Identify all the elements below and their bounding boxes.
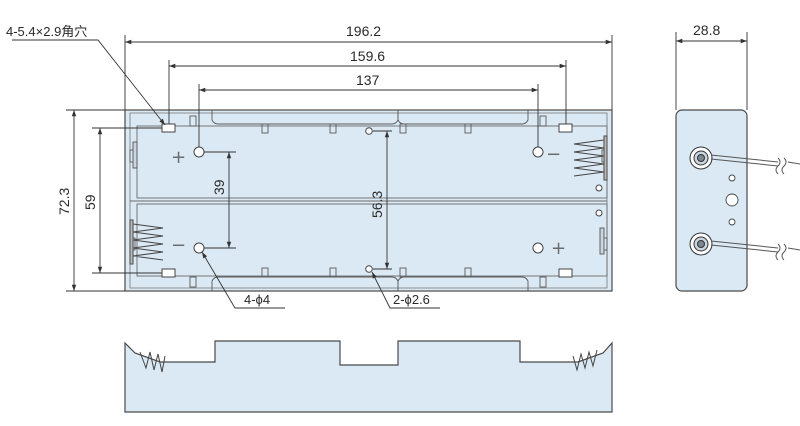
plus-sign: +	[551, 238, 566, 259]
vertical-dimensions	[66, 109, 392, 292]
square-hole	[558, 268, 573, 278]
side-view: 28.8	[675, 22, 800, 292]
dim-slot-height: 59	[82, 194, 98, 210]
small-hole	[595, 184, 603, 192]
terminal-icon	[689, 146, 713, 170]
round-hole	[193, 242, 205, 254]
small-hole	[365, 127, 373, 135]
note-holes-d4: 4-ϕ4	[244, 292, 270, 307]
side-hole	[728, 174, 736, 182]
small-hole	[365, 265, 373, 273]
dim-overall-width: 196.2	[346, 23, 381, 39]
round-holes-26	[365, 127, 603, 273]
holder-body-top	[124, 109, 613, 292]
square-hole	[161, 123, 176, 133]
spring-icon	[139, 351, 166, 373]
spring-icon	[129, 219, 164, 265]
plus-sign: +	[171, 147, 186, 168]
dim-mount-pitch: 159.6	[350, 48, 385, 64]
square-holes	[161, 123, 573, 278]
round-hole	[532, 146, 544, 158]
minus-sign: −	[171, 235, 186, 256]
small-hole	[595, 209, 603, 217]
top-edge-features	[129, 110, 608, 291]
front-view	[124, 340, 613, 413]
dim-side-depth: 28.8	[693, 22, 720, 38]
spring-icon	[573, 135, 608, 181]
dim-hole-pitch: 137	[356, 72, 380, 88]
minus-sign: −	[546, 144, 561, 165]
side-hole	[728, 218, 736, 226]
square-hole	[558, 123, 573, 133]
holder-inner-frame	[129, 112, 608, 289]
square-hole	[161, 268, 176, 278]
holder-body-front	[124, 340, 613, 413]
spring-icon	[572, 349, 598, 372]
leader-lines	[12, 39, 440, 309]
top-view: + − − +	[124, 109, 613, 292]
dim-hole-vertical-left: 39	[211, 179, 227, 195]
contact-plates	[132, 141, 605, 255]
note-square-holes: 4-5.4×2.9角穴	[6, 24, 87, 39]
side-hole	[725, 193, 739, 207]
dim-overall-height: 72.3	[56, 188, 72, 215]
round-hole	[193, 146, 205, 158]
note-holes-d26: 2-ϕ2.6	[393, 292, 430, 307]
round-holes-4	[193, 146, 544, 254]
wire-leads	[710, 154, 800, 261]
terminal-icon	[689, 232, 713, 256]
dim-hole-vertical-center: 56.3	[369, 191, 385, 218]
horizontal-dimensions	[124, 35, 613, 147]
round-hole	[532, 242, 544, 254]
